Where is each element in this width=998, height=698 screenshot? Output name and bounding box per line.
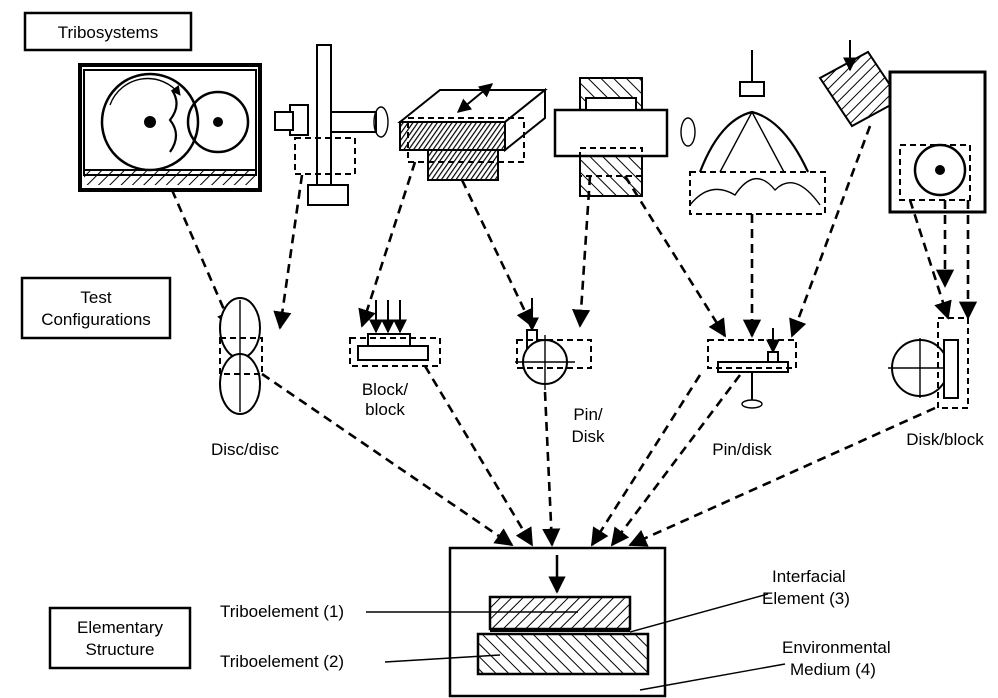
- triboelement-2-label: Triboelement (2): [220, 652, 344, 671]
- environmental-medium-label-line2: Medium (4): [790, 660, 876, 679]
- tribosystems-label-box: Tribosystems: [23, 11, 193, 52]
- pin-disk-config-1: Pin/ Disk: [515, 298, 605, 446]
- interfacial-element-label-line2: Element (3): [762, 589, 850, 608]
- block-block-label-line2: block: [365, 400, 405, 419]
- shaft-bearing-illustration: [274, 44, 389, 206]
- elementary-structure-label-line2: Structure: [86, 640, 155, 659]
- disk-block-label: Disk/block: [906, 430, 984, 449]
- pin-disk-config-2: Pin/disk: [707, 328, 797, 459]
- disc-disc-config: Disc/disc: [211, 297, 280, 459]
- sliding-block-illustration: [397, 83, 548, 181]
- elementary-structure-label-box: Elementary Structure: [48, 606, 192, 670]
- disc-disc-label: Disc/disc: [211, 440, 280, 459]
- block-block-config: Block/ block: [349, 300, 441, 419]
- triboelement-1-label: Triboelement (1): [220, 602, 344, 621]
- test-configurations-label-line2: Configurations: [41, 310, 151, 329]
- crusher-illustration: [818, 40, 987, 214]
- excavator-bucket-illustration: [689, 50, 826, 215]
- disk-block-config: Disk/block: [888, 317, 984, 449]
- elementary-structure-label-line1: Elementary: [77, 618, 163, 637]
- environmental-medium-label-line1: Environmental: [782, 638, 891, 657]
- test-to-elementary-arrows: [261, 365, 936, 547]
- gearbox-illustration: [78, 63, 262, 192]
- test-configurations-label-box: Test Configurations: [20, 276, 172, 340]
- block-block-label-line1: Block/: [362, 380, 409, 399]
- pin-disk-1-label-line1: Pin/: [573, 405, 603, 424]
- triboelement-1-block: [488, 595, 632, 631]
- journal-bearing-illustration: [553, 77, 696, 197]
- triboelement-2-block: [476, 632, 650, 676]
- interfacial-element-label-line1: Interfacial: [772, 567, 846, 586]
- tribosystem-to-test-arrows: [170, 125, 978, 338]
- elementary-labels: Triboelement (1) Triboelement (2) Interf…: [220, 567, 891, 691]
- pin-disk-2-label: Pin/disk: [712, 440, 772, 459]
- test-configurations-label-line1: Test: [80, 288, 111, 307]
- elementary-structure-box: [448, 546, 667, 698]
- tribosystems-label: Tribosystems: [58, 23, 158, 42]
- pin-disk-1-label-line2: Disk: [571, 427, 605, 446]
